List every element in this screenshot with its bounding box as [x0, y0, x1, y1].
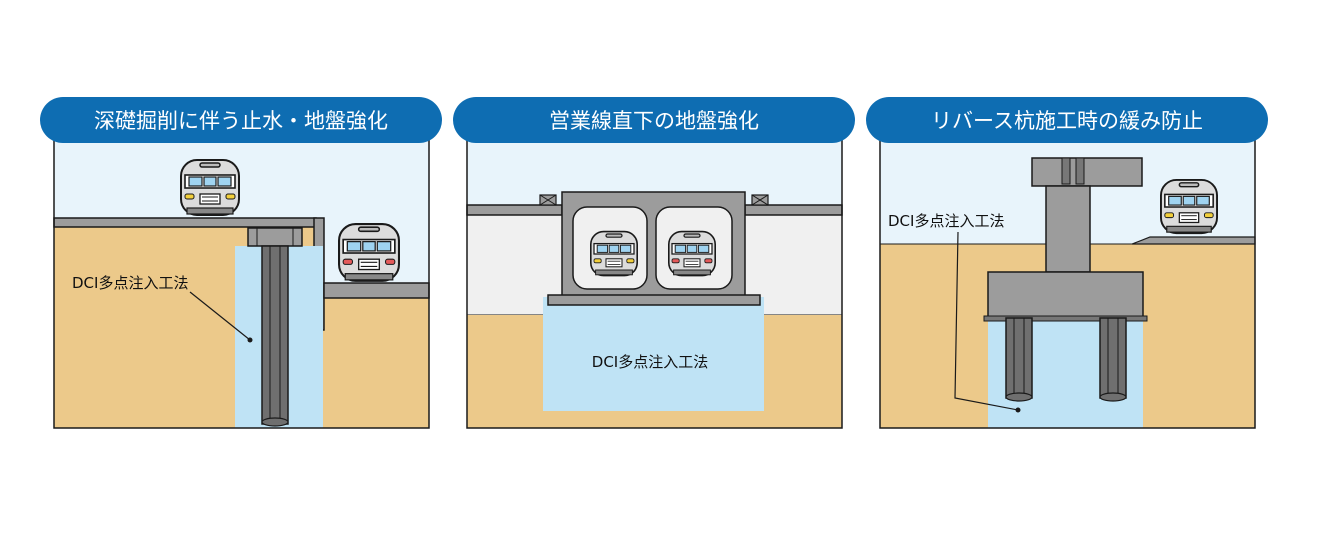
panel-1-lower-track: [323, 282, 430, 299]
panel-2-track-right: [744, 204, 843, 216]
panel-3-method-label: DCI多点注入工法: [888, 212, 1004, 230]
panel-3-title-pill: [866, 97, 1268, 143]
panel-3-embankment: [1131, 236, 1256, 245]
panel-1-method-label: DCI多点注入工法: [72, 274, 188, 292]
panel-2-grout-zone: [543, 297, 764, 411]
panel-3-leader-line: [954, 231, 1019, 411]
panel-1: DCI多点注入工法 深礎掘削に伴う止水・地盤強化: [40, 97, 442, 429]
panel-3: DCI多点注入工法 リバース杭施工時の緩み防止: [866, 97, 1268, 429]
panel-3-title: リバース杭施工時の緩み防止: [931, 109, 1203, 133]
panel-2-track-left: [466, 204, 563, 216]
panel-1-train-upper: [180, 159, 240, 216]
panel-3-pile-left: [1005, 317, 1033, 399]
panel-1-train-lower: [338, 223, 400, 282]
panel-3-pile-right: [1099, 317, 1127, 399]
panel-3-footing: [987, 271, 1144, 319]
panel-1-road-slab: [53, 217, 317, 228]
panel-3-pier-column: [1045, 185, 1091, 273]
panel-2: DCI多点注入工法 営業線直下の地盤強化: [453, 97, 855, 429]
panel-1-title-pill: [40, 97, 442, 143]
panel-2-title-pill: [453, 97, 855, 143]
panel-2-method-label: DCI多点注入工法: [592, 353, 708, 371]
panel-2-title: 営業線直下の地盤強化: [549, 109, 759, 133]
panel-3-pier-head: [1031, 157, 1143, 187]
panel-2-train-right: [668, 230, 716, 277]
panel-1-pile-cap: [247, 227, 303, 247]
panel-1-leader-line: [189, 291, 251, 341]
panel-3-train: [1160, 178, 1218, 235]
panel-1-pile: [261, 245, 289, 425]
panel-1-soil-right: [316, 296, 429, 428]
panel-2-train-left: [590, 230, 638, 277]
panel-1-title: 深礎掘削に伴う止水・地盤強化: [94, 109, 388, 133]
